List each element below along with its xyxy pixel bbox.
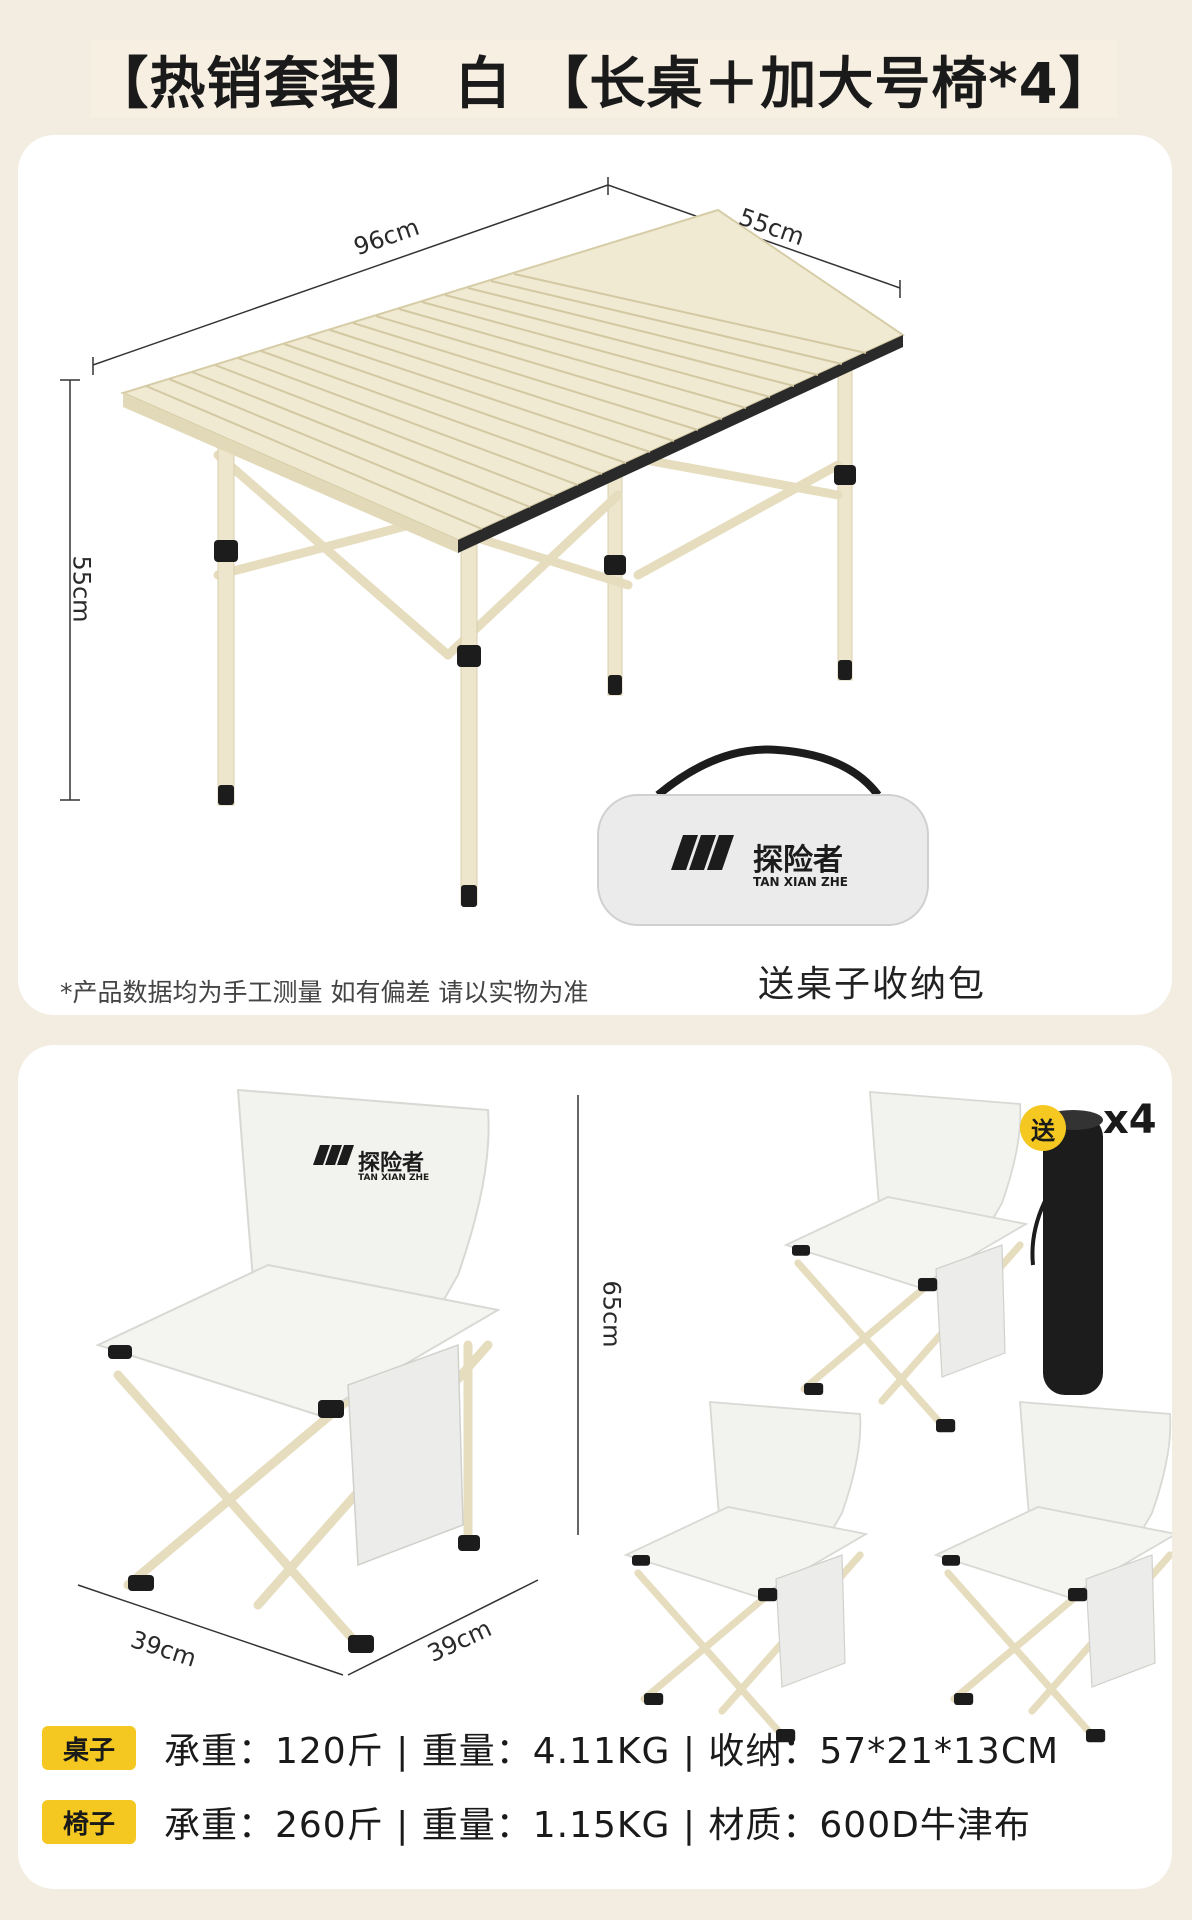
bag-brand-en: TAN XIAN ZHE <box>753 875 848 889</box>
chair-dim-lines <box>77 1095 579 1676</box>
chair-card: 65cm 39cm 39cm 探险者 TAN XIAN ZHE 送 x4 <box>18 1045 1172 1889</box>
table-card: 96cm 55cm 55cm 探险者 TAN XIAN ZHE *产品数据均为手… <box>18 135 1172 1015</box>
chair-dim-height: 65cm <box>597 1280 626 1348</box>
table-illustration <box>60 177 929 926</box>
disclaimer-note: *产品数据均为手工测量 如有偏差 请以实物为准 <box>60 978 589 1007</box>
storage-bag <box>597 745 929 926</box>
gift-count: x4 <box>1103 1097 1157 1143</box>
chair-brand-en: TAN XIAN ZHE <box>358 1173 430 1183</box>
bag-caption: 送桌子收纳包 <box>758 964 987 1005</box>
large-chair <box>95 1088 501 1653</box>
spec-row-chair: 椅子 承重：260斤 | 重量：1.15KG | 材质：600D牛津布 <box>42 1792 1031 1852</box>
dim-height: 55cm <box>67 555 96 623</box>
spec-row-table: 桌子 承重：120斤 | 重量：4.11KG | 收纳：57*21*13CM <box>42 1718 1059 1778</box>
small-chair-bottom-left <box>623 1401 869 1743</box>
chair-storage-bag <box>1030 1110 1103 1395</box>
page-title: 【热销套装】 白 【长桌＋加大号椅*4】 <box>92 51 1116 117</box>
bag-brand-cn: 探险者 <box>753 843 843 878</box>
gift-badge: 送 <box>1020 1105 1066 1151</box>
spec-tag-table: 桌子 <box>42 1726 136 1770</box>
spec-text-chair: 承重：260斤 | 重量：1.15KG | 材质：600D牛津布 <box>164 1805 1031 1846</box>
small-chair-top <box>783 1091 1029 1433</box>
title-bar: 【热销套装】 白 【长桌＋加大号椅*4】 <box>90 40 1118 118</box>
spec-text-table: 承重：120斤 | 重量：4.11KG | 收纳：57*21*13CM <box>164 1731 1060 1772</box>
small-chair-bottom-right <box>933 1401 1172 1743</box>
spec-tag-chair: 椅子 <box>42 1800 136 1844</box>
chair-brand-cn: 探险者 <box>358 1151 425 1176</box>
chairs-illustration <box>77 1088 1172 1743</box>
